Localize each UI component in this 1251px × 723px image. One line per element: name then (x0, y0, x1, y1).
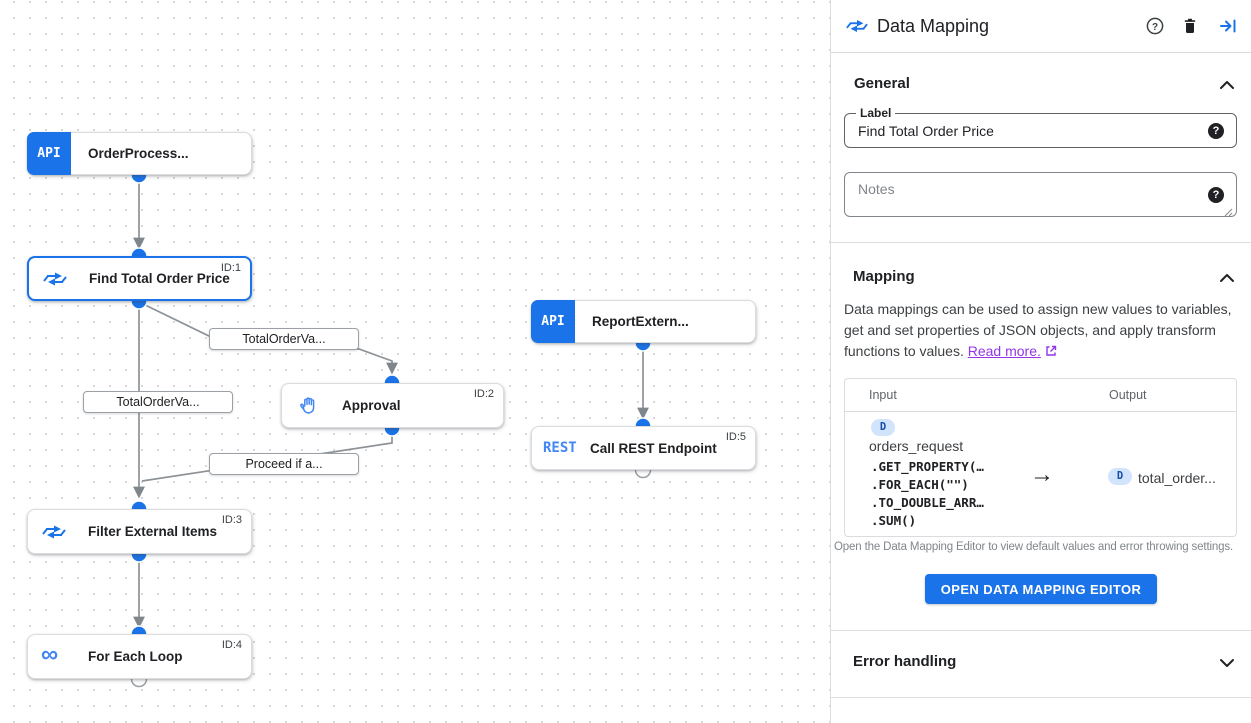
node-id-label: ID:5 (725, 431, 746, 443)
flow-canvas[interactable]: API OrderProcess... Find Total Order Pri… (0, 0, 830, 723)
node-title: Filter External Items (88, 524, 218, 539)
mapping-description: Data mappings can be used to assign new … (844, 301, 1232, 359)
node-call-rest-endpoint[interactable]: REST Call REST Endpoint ID:5 (531, 426, 756, 470)
divider (831, 52, 1251, 53)
node-for-each-loop[interactable]: ∞ For Each Loop ID:4 (27, 634, 252, 679)
read-more-link[interactable]: Read more. (967, 343, 1041, 359)
input-variable: orders_request (869, 438, 964, 454)
edge-label-proceed-if[interactable]: Proceed if a... (209, 453, 359, 475)
data-mapping-icon (43, 258, 67, 299)
label-input[interactable] (858, 114, 1188, 147)
node-id-label: ID:1 (220, 262, 241, 274)
node-title: ReportExtern... (592, 314, 689, 329)
node-id-label: ID:3 (221, 514, 242, 526)
mapping-arrow-icon: → (1030, 461, 1054, 488)
panel-title: Data Mapping (877, 15, 990, 36)
mapping-helper-text: Open the Data Mapping Editor to view def… (834, 541, 1234, 553)
section-heading-error-handling: Error handling (853, 653, 957, 670)
divider (845, 411, 1236, 412)
panel-header: Data Mapping ? (831, 0, 1251, 52)
node-find-total-order-price[interactable]: Find Total Order Price ID:1 (27, 256, 252, 301)
open-data-mapping-editor-button[interactable]: OPEN DATA MAPPING EDITOR (924, 574, 1158, 604)
divider (831, 242, 1251, 243)
chevron-down-icon[interactable] (1219, 656, 1235, 668)
node-approval[interactable]: Approval ID:2 (281, 383, 504, 428)
transform-function: .TO_DOUBLE_ARR… (871, 495, 984, 510)
node-title: Call REST Endpoint (590, 440, 717, 456)
notes-textarea[interactable] (858, 181, 1188, 213)
transform-function: .GET_PROPERTY(… (871, 459, 984, 474)
transform-function: .SUM() (871, 513, 917, 528)
node-order-process-trigger[interactable]: API OrderProcess... (27, 132, 252, 175)
label-field-container: Label ? (844, 106, 1237, 148)
svg-text:?: ? (1152, 22, 1158, 33)
api-badge: API (27, 132, 71, 175)
hand-icon (298, 384, 320, 427)
node-id-label: ID:4 (221, 639, 242, 651)
double-type-badge: D (1108, 468, 1132, 485)
label-field-label: Label (856, 106, 896, 120)
infinity-icon: ∞ (41, 641, 59, 668)
section-heading-mapping: Mapping (853, 268, 915, 285)
data-mapping-icon (42, 510, 66, 553)
node-filter-external-items[interactable]: Filter External Items ID:3 (27, 509, 252, 554)
notes-field-container: ? (844, 172, 1237, 217)
help-icon[interactable]: ? (1208, 123, 1224, 139)
api-badge: API (531, 300, 575, 343)
chevron-up-icon[interactable] (1219, 271, 1235, 283)
node-title: For Each Loop (88, 649, 183, 664)
input-column-header: Input (869, 388, 897, 402)
section-heading-general: General (854, 75, 910, 92)
edge-label-total-order-to-filter[interactable]: TotalOrderVa... (83, 391, 233, 413)
edge-layer (130, 166, 652, 688)
data-mapping-icon (846, 17, 868, 35)
divider (831, 697, 1251, 698)
transform-function: .FOR_EACH("") (871, 477, 969, 492)
double-type-badge: D (871, 419, 895, 436)
help-icon[interactable]: ? (1146, 17, 1164, 35)
node-id-label: ID:2 (473, 388, 494, 400)
external-link-icon (1046, 345, 1056, 356)
rest-badge: REST (543, 440, 577, 456)
node-report-extern-trigger[interactable]: API ReportExtern... (531, 300, 756, 343)
delete-icon[interactable] (1181, 17, 1199, 35)
mapping-table: Input Output D orders_request .GET_PROPE… (844, 378, 1237, 537)
resize-handle-icon[interactable] (1224, 204, 1233, 217)
config-panel: Data Mapping ? Gene (830, 0, 1251, 723)
divider (831, 630, 1251, 631)
chevron-up-icon[interactable] (1219, 78, 1235, 90)
node-title: Approval (342, 398, 401, 413)
edge-label-total-order-to-approval[interactable]: TotalOrderVa... (209, 328, 359, 350)
output-column-header: Output (1109, 388, 1147, 402)
node-title: Find Total Order Price (89, 271, 230, 286)
collapse-panel-icon[interactable] (1219, 17, 1237, 35)
help-icon[interactable]: ? (1208, 187, 1224, 203)
output-variable: total_order... (1138, 470, 1216, 486)
node-title: OrderProcess... (88, 146, 189, 161)
